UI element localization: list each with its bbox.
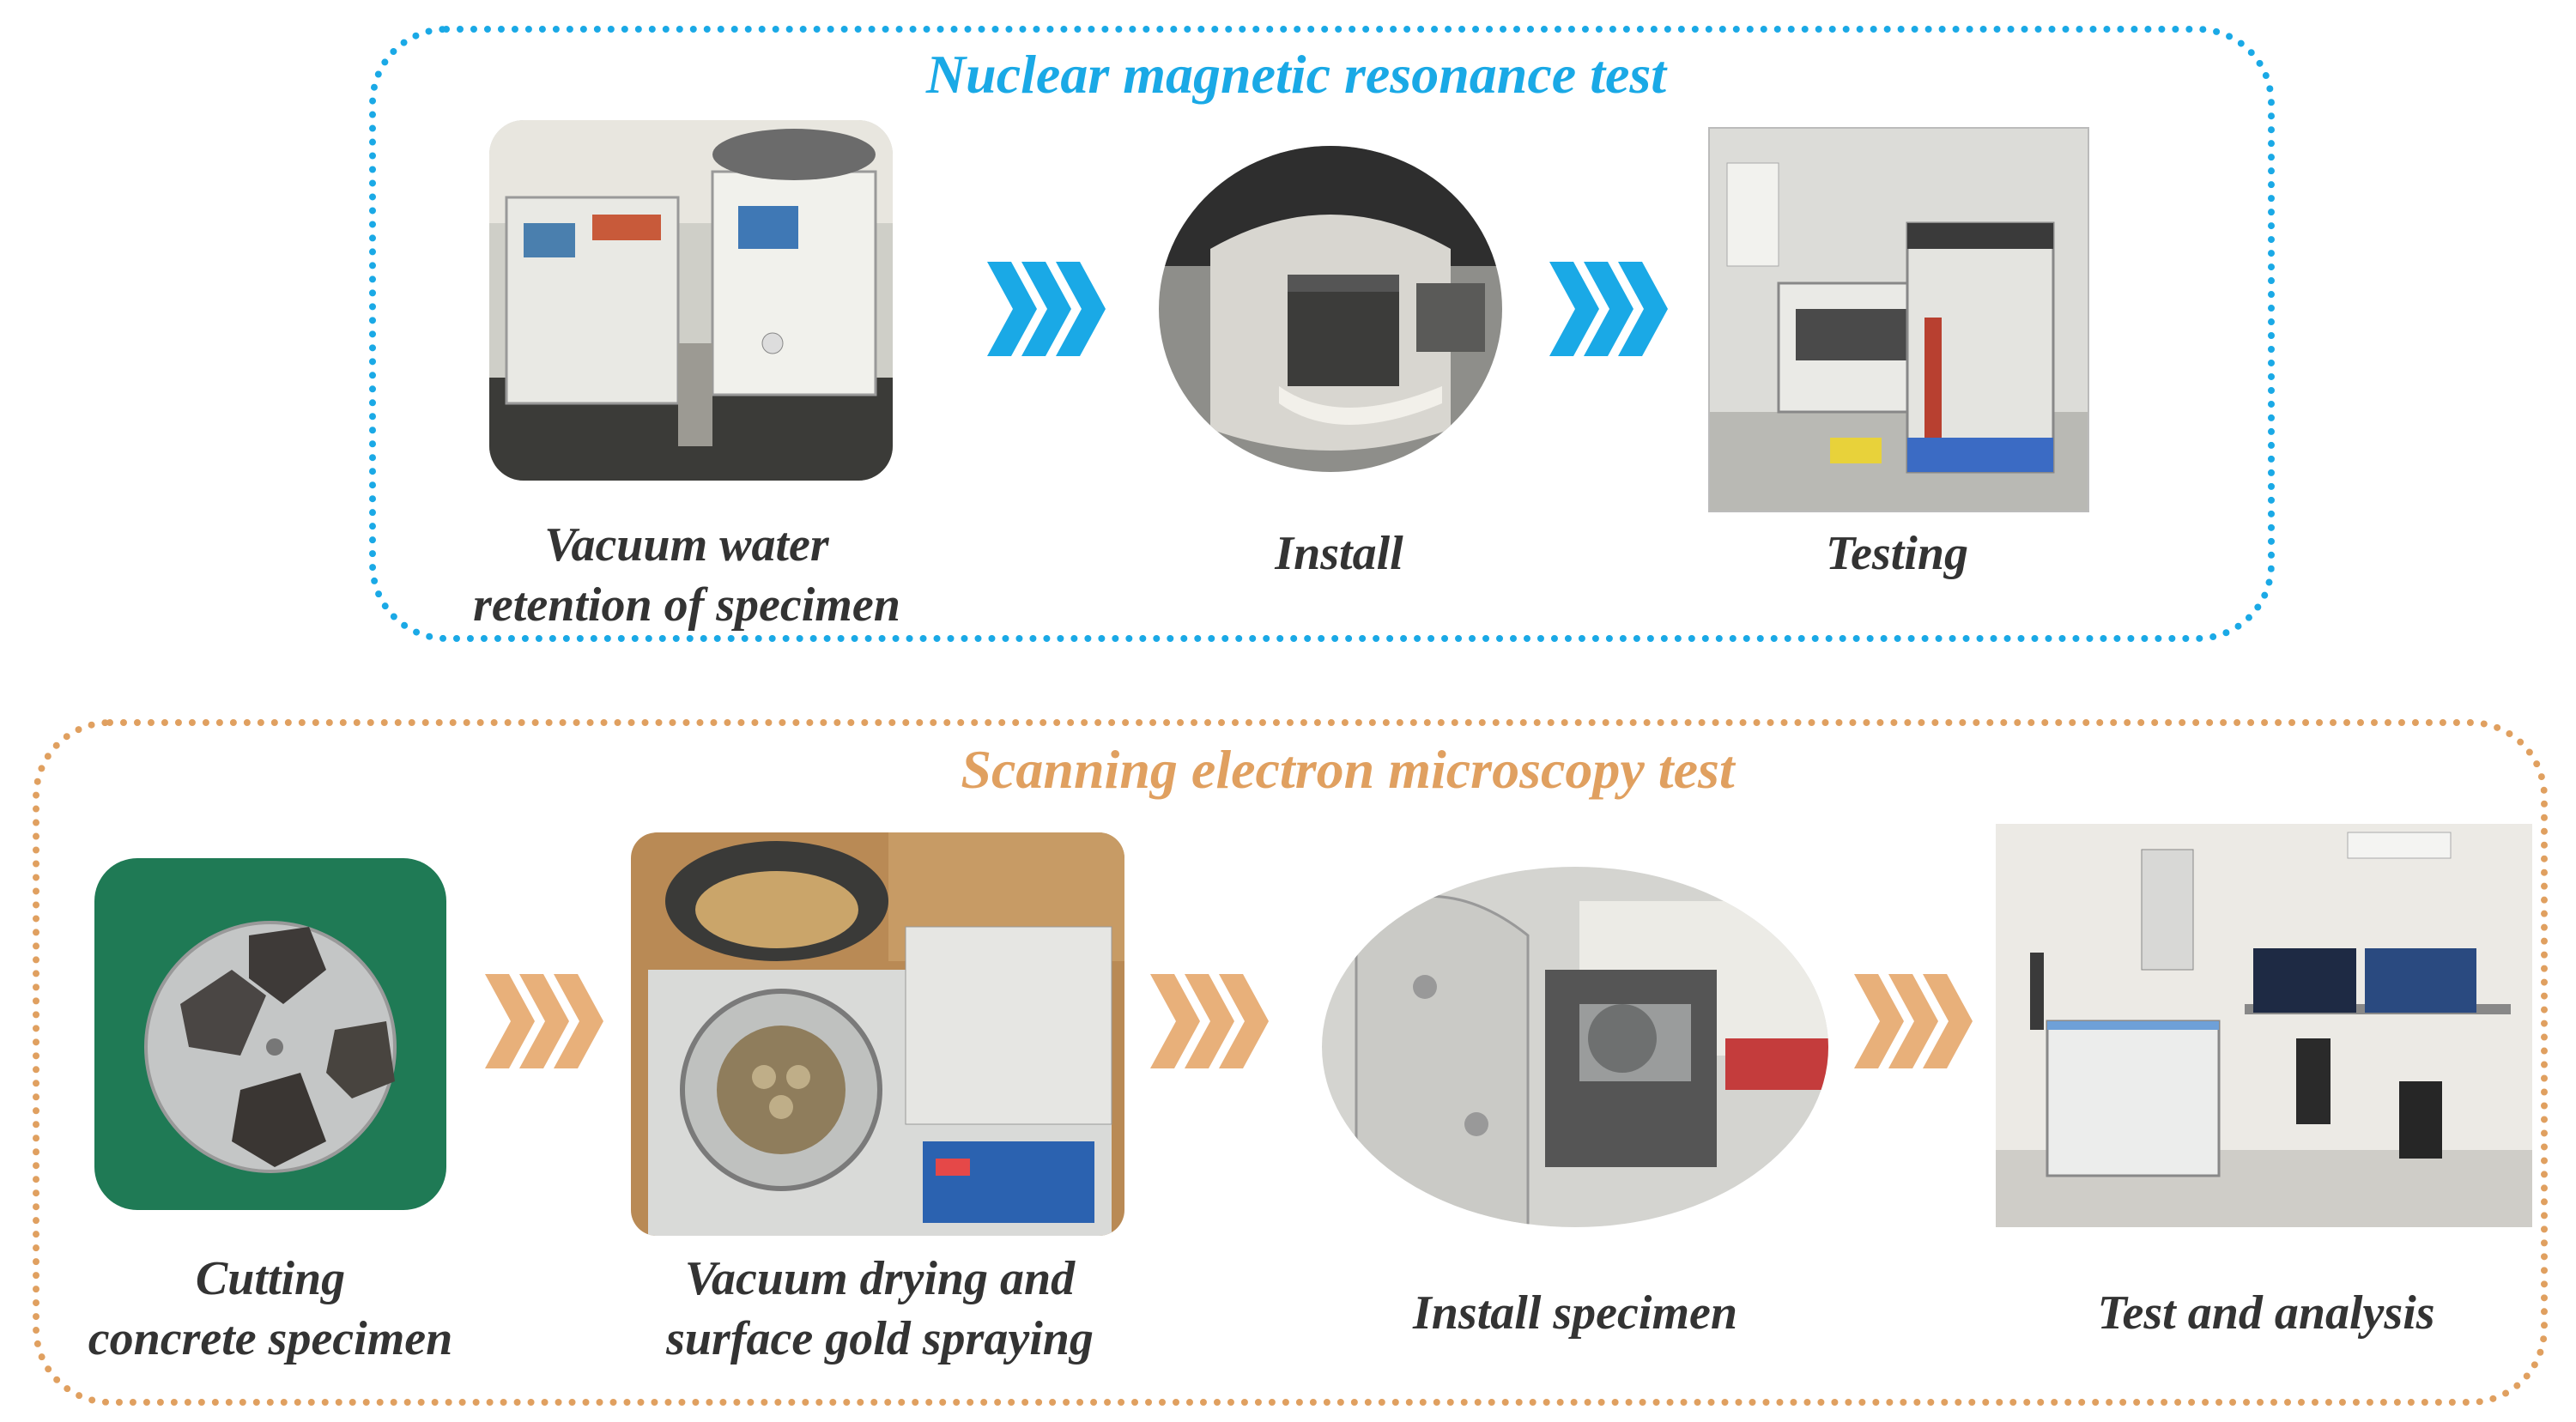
sem-step-1-line1: Cutting bbox=[195, 1252, 346, 1305]
sem-step-3-caption: Install specimen bbox=[1413, 1283, 1737, 1343]
nmr-sample-holder-photo bbox=[1159, 146, 1502, 472]
nmr-chevron-arrow-2-icon bbox=[1549, 257, 1670, 360]
nmr-step-2-line1: Install bbox=[1275, 527, 1403, 580]
nmr-step-1-line2: retention of specimen bbox=[473, 578, 900, 632]
sem-workstation-photo bbox=[1996, 824, 2532, 1227]
sem-step-1-caption: Cutting concrete specimen bbox=[88, 1249, 453, 1369]
nmr-step-2-caption: Install bbox=[1275, 523, 1403, 584]
sem-step-2-line2: surface gold spraying bbox=[666, 1312, 1094, 1365]
sem-step-3-line1: Install specimen bbox=[1412, 1286, 1738, 1340]
sem-step-1-line2: concrete specimen bbox=[88, 1312, 453, 1365]
nmr-panel-title: Nuclear magnetic resonance test bbox=[925, 44, 1667, 105]
nmr-step-1-caption: Vacuum water retention of specimen bbox=[473, 515, 900, 635]
sem-step-2-caption: Vacuum drying and surface gold spraying bbox=[666, 1249, 1094, 1369]
vacuum-saturation-photo bbox=[489, 120, 893, 481]
sputter-coater-photo bbox=[631, 832, 1124, 1236]
nmr-step-3-caption: Testing bbox=[1826, 523, 1968, 584]
nmr-analyzer-photo bbox=[1708, 127, 2089, 512]
sem-chevron-arrow-3-icon bbox=[1854, 970, 1974, 1073]
sem-step-2-line1: Vacuum drying and bbox=[684, 1252, 1076, 1305]
sem-chevron-arrow-1-icon bbox=[485, 970, 605, 1073]
sem-chevron-arrow-2-icon bbox=[1150, 970, 1270, 1073]
sem-step-4-caption: Test and analysis bbox=[2097, 1283, 2434, 1343]
sem-panel bbox=[33, 719, 2548, 1406]
sem-panel-title: Scanning electron microscopy test bbox=[961, 739, 1735, 800]
nmr-chevron-arrow-1-icon bbox=[987, 257, 1107, 360]
nmr-step-1-line1: Vacuum water bbox=[544, 518, 829, 572]
sem-chamber-photo bbox=[1322, 867, 1828, 1227]
nmr-step-3-line1: Testing bbox=[1826, 527, 1968, 580]
sem-step-4-line1: Test and analysis bbox=[2097, 1286, 2435, 1340]
nmr-panel bbox=[369, 26, 2275, 642]
specimen-stub-photo bbox=[94, 858, 446, 1210]
